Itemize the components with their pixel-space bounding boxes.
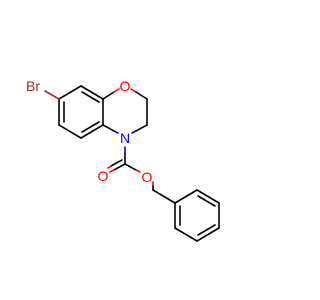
molecule-structure: Br O N O O	[26, 78, 220, 242]
bond-ph-2-3	[196, 189, 220, 204]
bond-o1-c2-o	[130, 88, 137, 93]
atom-label-ring-nitrogen: N	[120, 130, 130, 146]
bond-c9-o-double-1-o	[109, 169, 115, 173]
bond-c9-o-double-1-c	[113, 163, 126, 171]
bond-c8a-o1-o	[113, 88, 120, 93]
bond-c9-o-ester-o	[135, 169, 141, 173]
bond-c9-o-double-2-c	[110, 159, 123, 167]
bond-c5-c4a-inner	[81, 121, 100, 133]
bond-ch2-ph	[152, 189, 176, 204]
bond-ph-2-3-inner	[197, 195, 216, 207]
bond-c8a-o1-c	[102, 91, 115, 100]
atom-label-ester-oxygen: O	[142, 169, 153, 185]
bond-c3-n4-n	[131, 130, 137, 134]
bond-o1-c2-c	[135, 91, 148, 100]
bond-ph-4-5-inner	[197, 224, 216, 236]
bond-c7-br	[44, 90, 60, 100]
bond-ph-1-2	[174, 189, 198, 204]
bond-c6-c5	[58, 124, 82, 139]
bond-c9-o-double-2-o	[107, 165, 112, 169]
bond-ph-5-6	[174, 227, 198, 242]
bond-c5-c4a	[80, 124, 104, 139]
bond-n4-c4a-c	[102, 124, 115, 132]
bond-c8-c7	[58, 85, 82, 100]
bond-c8a-c8	[80, 85, 104, 100]
atom-label-bromine: Br	[26, 78, 40, 94]
atom-label-carbonyl-oxygen: O	[98, 168, 109, 184]
bond-c8a-c8-inner	[81, 91, 100, 103]
bond-c9-o-ester-c	[124, 163, 137, 171]
bond-ph-4-5	[196, 227, 220, 242]
structure-canvas: Br O N O O	[26, 78, 220, 242]
atom-label-ring-oxygen: O	[120, 78, 131, 94]
bond-c3-n4-c	[135, 124, 148, 132]
